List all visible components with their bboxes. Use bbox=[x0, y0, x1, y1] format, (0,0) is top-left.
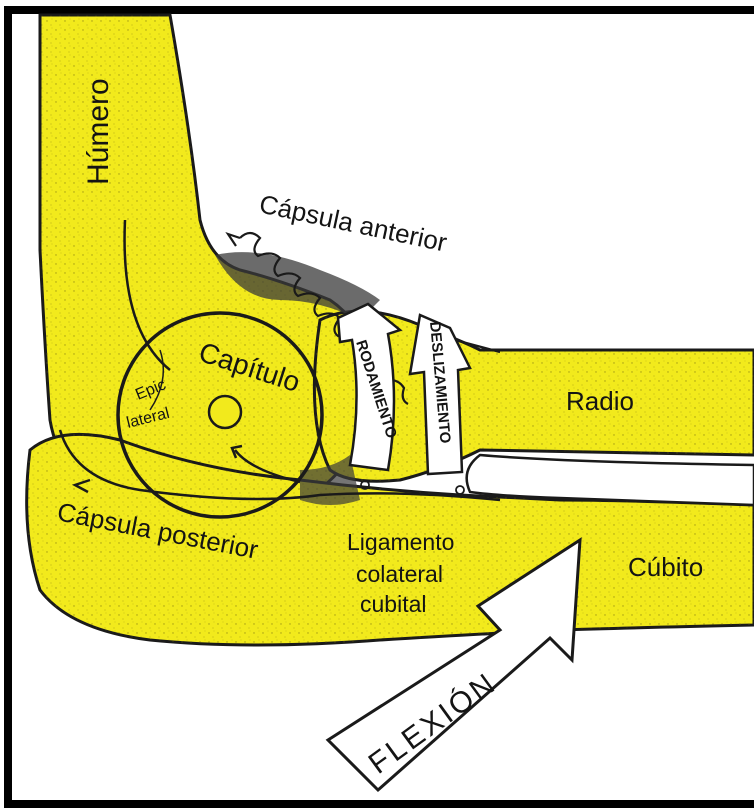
label-ligamento-2: colateral bbox=[356, 561, 443, 587]
label-humero: Húmero bbox=[82, 78, 115, 185]
label-radio: Radio bbox=[566, 386, 634, 416]
label-ligamento-1: Ligamento bbox=[347, 529, 454, 555]
capitulum-center bbox=[209, 396, 241, 428]
label-cubito: Cúbito bbox=[628, 552, 703, 582]
label-ligamento-3: cubital bbox=[360, 591, 426, 617]
